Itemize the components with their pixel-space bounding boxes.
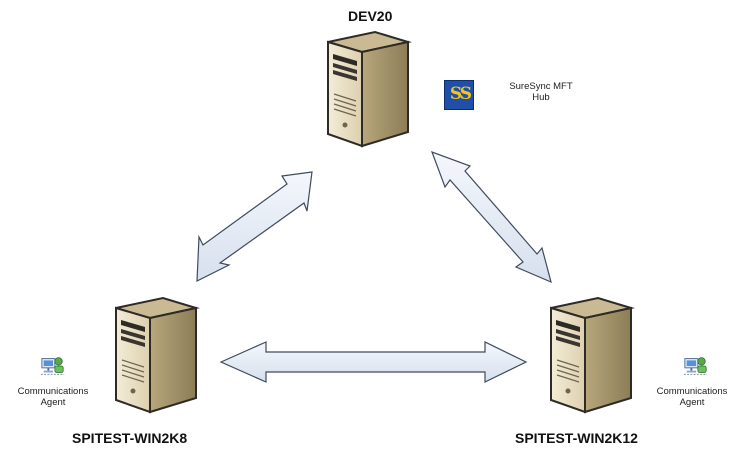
suresync-hub-label-line1: SureSync MFT bbox=[509, 81, 573, 92]
agent-right-label: Communications Agent bbox=[642, 386, 742, 408]
arrow-hub-left bbox=[196, 171, 313, 282]
agent-right-label-line2: Agent bbox=[679, 397, 705, 408]
agent-right-label-line1: Communications bbox=[656, 386, 728, 397]
right-server-name: SPITEST-WIN2K12 bbox=[515, 430, 638, 446]
suresync-logo-icon: SS bbox=[444, 80, 474, 110]
agent-right-icon bbox=[683, 357, 708, 375]
agent-left-label: Communications Agent bbox=[1, 386, 105, 408]
suresync-logo-text: SS bbox=[449, 84, 472, 104]
arrow-hub-right bbox=[430, 150, 552, 284]
left-server-name: SPITEST-WIN2K8 bbox=[72, 430, 188, 446]
hub-server-name: DEV20 bbox=[348, 8, 393, 24]
arrow-left-right bbox=[219, 341, 528, 383]
suresync-hub-label-line2: Hub bbox=[532, 92, 550, 103]
suresync-hub-label: SureSync MFT Hub bbox=[489, 81, 593, 103]
agent-left-icon bbox=[40, 357, 65, 375]
agent-left-label-line2: Agent bbox=[40, 397, 66, 408]
agent-left-label-line1: Communications bbox=[17, 386, 89, 397]
